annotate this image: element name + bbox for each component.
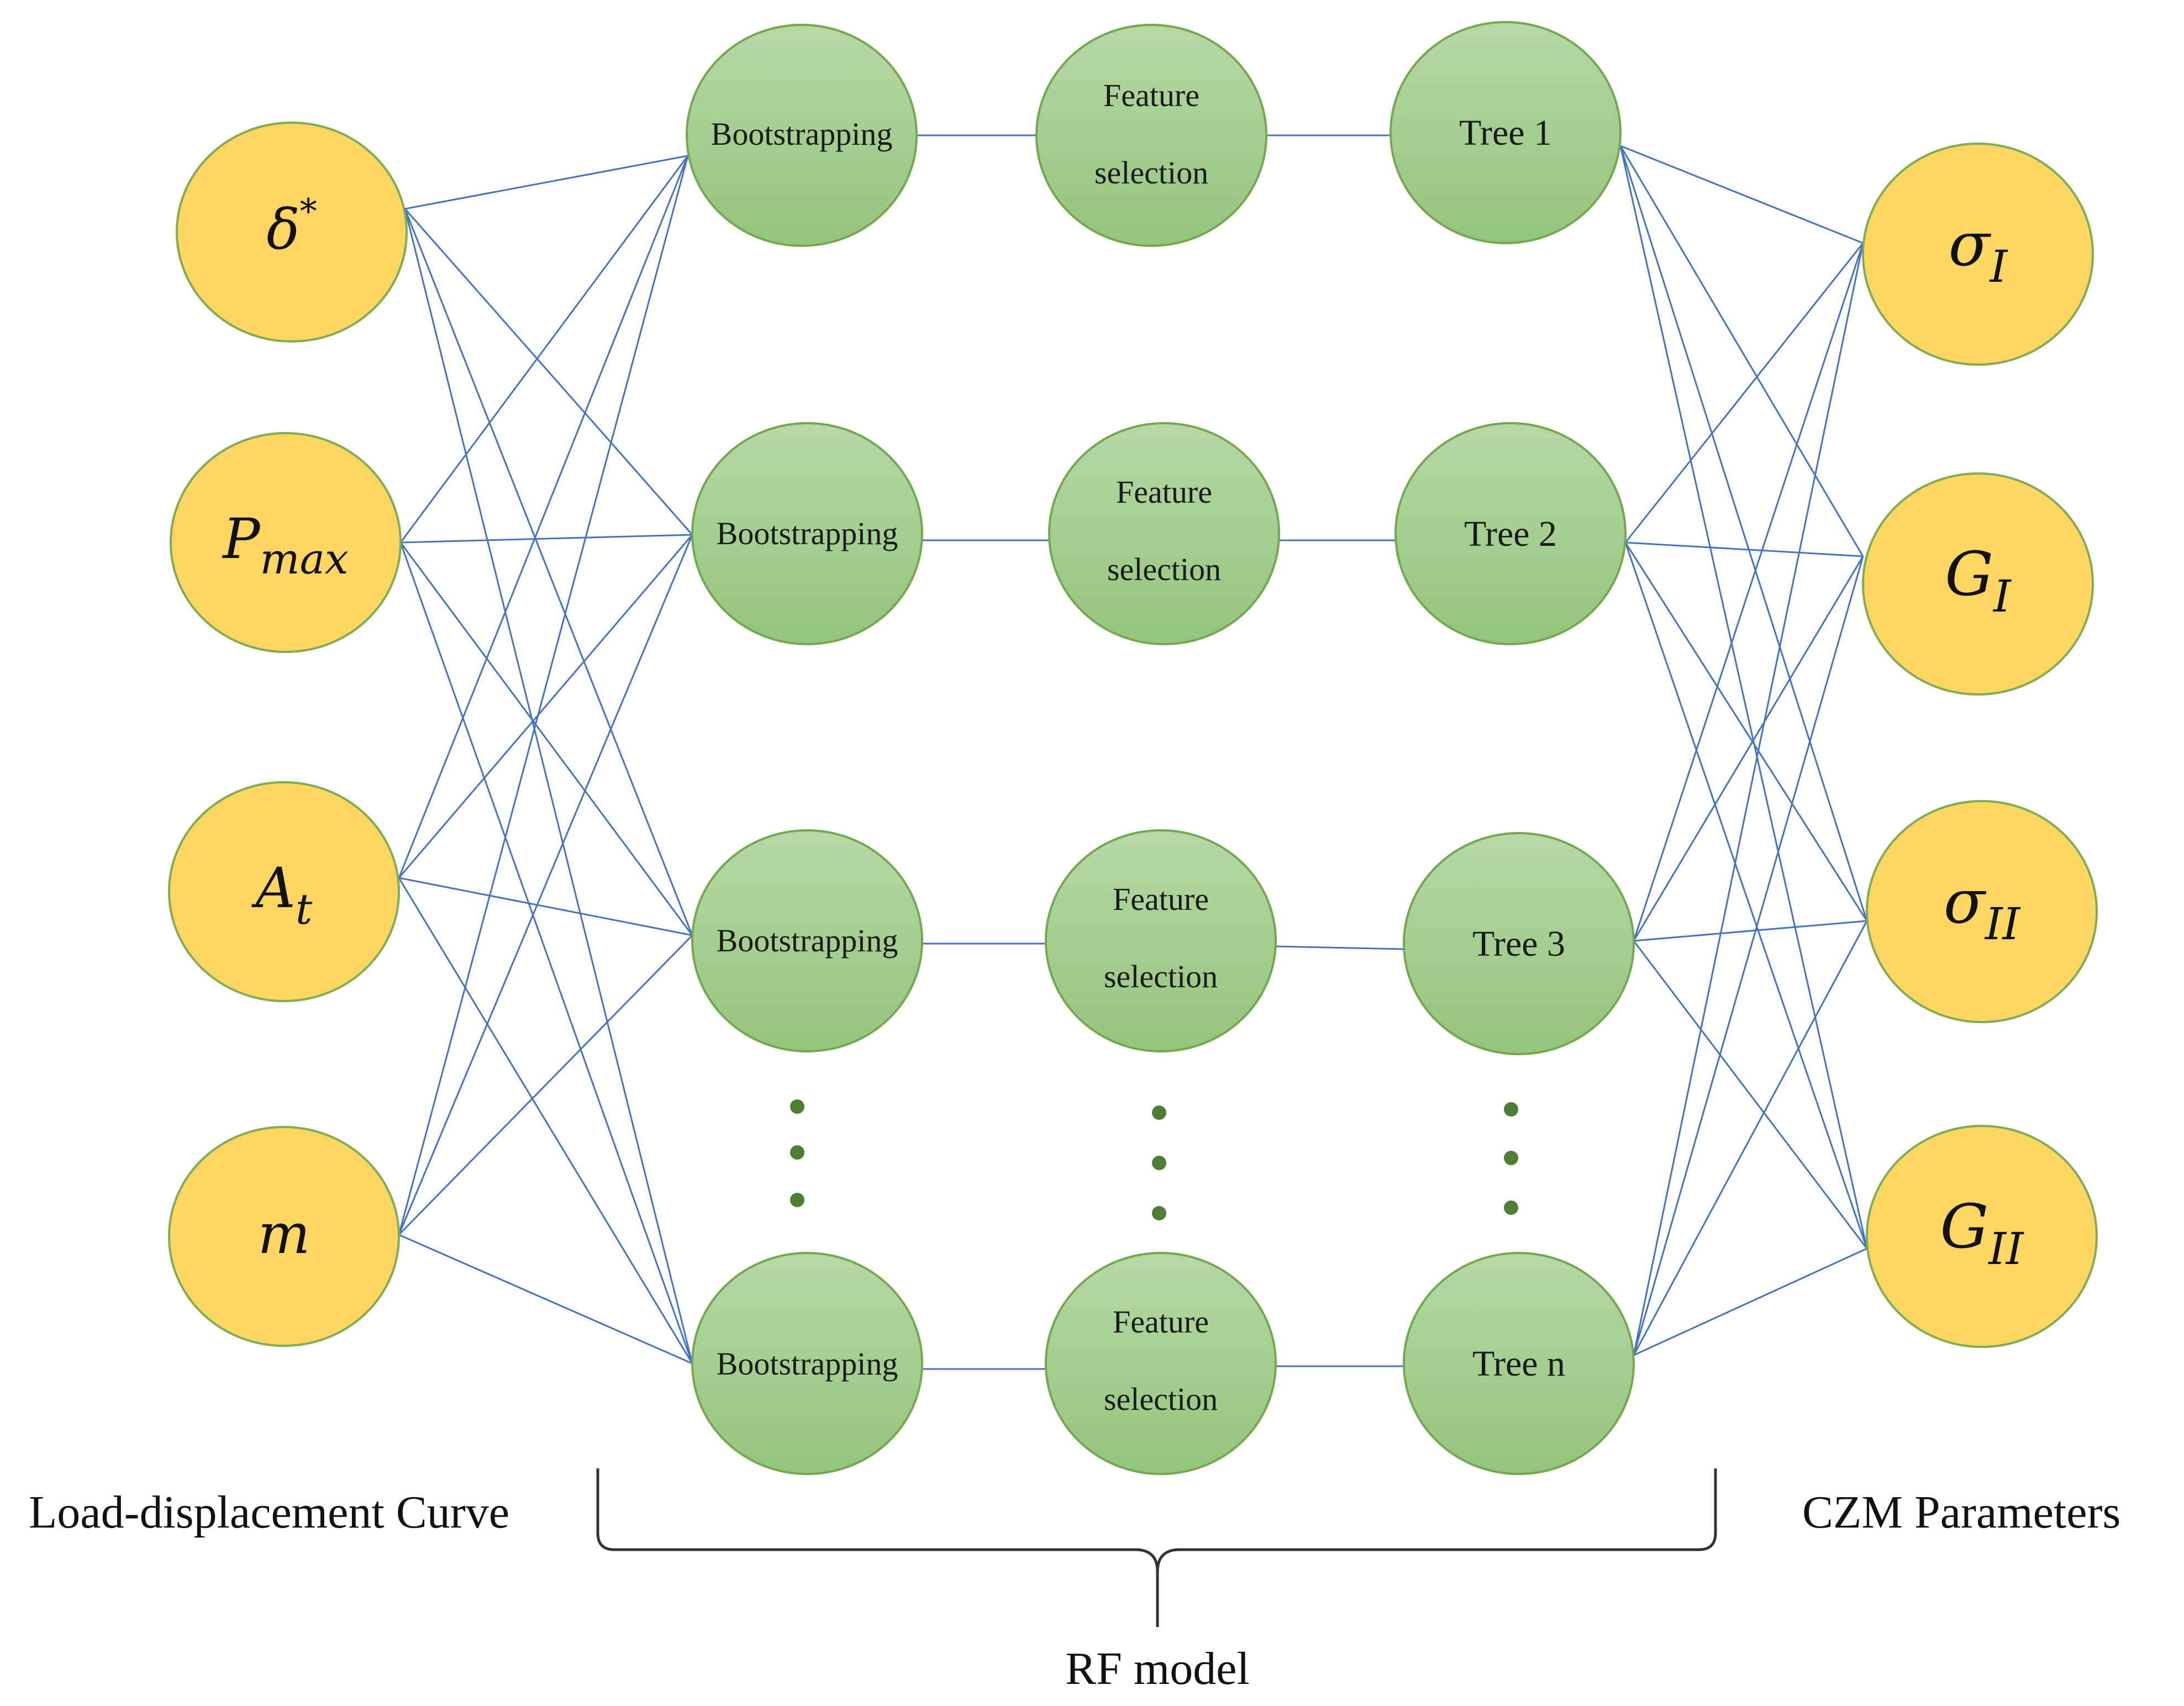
feature-node-2: Feature selection [1048,422,1280,645]
ellipsis-dot [1152,1206,1166,1220]
svg-text:Tree 2: Tree 2 [1464,514,1557,554]
svg-text:Bootstrapping: Bootstrapping [717,515,898,551]
svg-text:σII: σII [1944,866,2021,950]
input-to-bootstrap-edge [399,542,693,936]
input-to-bootstrap-edge [398,877,693,936]
tree-node-3: Tree 3 [1403,832,1635,1055]
input-to-bootstrap-edge [404,155,688,210]
tree-to-output-edge [1633,243,1864,941]
rf-model-label: RF model [1065,1643,1250,1694]
input-node-delta: δ* [176,122,408,343]
tree-node-n: Tree n [1403,1252,1635,1475]
bootstrap-node-2: Bootstrapping [691,422,923,645]
tree-node-2: Tree 2 [1394,422,1627,645]
ellipsis-dot [1504,1200,1518,1215]
tree-to-output-edge [1633,243,1864,1356]
svg-text:Bootstrapping: Bootstrapping [711,116,893,152]
ellipsis-dot [790,1099,804,1114]
input-to-bootstrap-edge [404,208,693,936]
bootstrap-node-n: Bootstrapping [691,1252,923,1475]
input-to-bootstrap-edge [399,155,689,543]
output-group-label: CZM Parameters [1802,1487,2120,1538]
tree-to-output-edge [1633,556,1864,941]
input-node-m: m [168,1126,400,1347]
input-to-bootstrap-edge [398,1234,693,1365]
ellipsis-dot [1152,1156,1166,1170]
tree-to-output-edge [1624,542,1868,1249]
output-node-sigma-i: σI [1862,143,2094,366]
svg-text:GI: GI [1945,539,2012,622]
svg-text:At: At [251,856,313,934]
input-to-bootstrap-edge [398,534,693,1235]
feature-node-1: Feature selection [1035,24,1267,247]
tree-to-output-edge [1633,920,1868,1356]
tree-to-output-edge [1620,145,1864,244]
tree-to-output-edge [1633,940,1868,1249]
tree-to-output-edge [1633,1247,1867,1356]
svg-text:σI: σI [1949,209,2008,292]
input-to-bootstrap-edge [398,877,693,1364]
tree-to-output-edge [1624,243,1864,543]
input-node-pmax: Pmax [170,432,402,653]
svg-text:Bootstrapping: Bootstrapping [717,1346,898,1382]
tree-to-output-edge [1619,145,1868,922]
tree-to-output-edge [1625,541,1864,557]
svg-text:δ*: δ* [266,191,317,262]
input-to-bootstrap-edge [404,208,693,535]
ellipsis-dot [1152,1105,1166,1120]
connection-lines [398,134,1868,1370]
svg-text:Feature: Feature [1116,474,1212,510]
input-to-bootstrap-edge [399,542,693,1364]
input-to-bootstrap-edge [400,534,693,544]
tree-to-output-edge [1633,556,1864,1356]
ellipsis-dots [790,1099,1518,1220]
tree-to-output-edge [1619,145,1864,557]
svg-text:selection: selection [1094,155,1208,191]
input-to-bootstrap-edge [398,155,689,878]
svg-text:selection: selection [1104,959,1218,994]
svg-text:Feature: Feature [1103,77,1199,113]
bootstrap-node-3: Bootstrapping [691,829,923,1052]
ellipsis-dot [1504,1102,1518,1117]
tree-to-output-edge [1619,145,1868,1249]
input-group-label: Load-displacement Curve [29,1487,509,1538]
ellipsis-dot [790,1193,804,1207]
svg-text:Bootstrapping: Bootstrapping [717,923,898,959]
feature-to-tree-edge [1275,945,1404,950]
input-to-bootstrap-edge [398,155,689,1235]
feature-node-n: Feature selection [1045,1252,1277,1475]
svg-text:GII: GII [1940,1191,2024,1275]
svg-text:Pmax: Pmax [222,507,349,583]
input-to-bootstrap-edge [404,208,693,1364]
rf-model-brace [596,1468,1717,1627]
tree-to-output-edge [1633,920,1867,942]
input-to-bootstrap-edge [398,934,693,1236]
bootstrap-node-1: Bootstrapping [686,24,918,247]
svg-text:Feature: Feature [1113,881,1209,917]
tree-to-output-edge [1624,542,1868,922]
output-node-g-i: GI [1862,472,2094,696]
svg-text:Feature: Feature [1113,1304,1209,1340]
feature-node-3: Feature selection [1045,829,1277,1052]
ellipsis-dot [1504,1151,1518,1165]
svg-text:Tree 1: Tree 1 [1459,113,1552,153]
input-node-at: At [168,781,400,1002]
svg-text:selection: selection [1107,551,1221,587]
svg-text:m: m [258,1202,311,1266]
tree-node-1: Tree 1 [1390,21,1622,244]
input-to-bootstrap-edge [398,534,693,878]
output-node-sigma-ii: σII [1866,800,2098,1023]
svg-text:Tree 3: Tree 3 [1472,924,1565,964]
ellipsis-dot [790,1145,804,1160]
svg-text:Tree n: Tree n [1472,1344,1565,1384]
svg-text:selection: selection [1104,1381,1218,1417]
output-node-g-ii: GII [1866,1125,2098,1348]
